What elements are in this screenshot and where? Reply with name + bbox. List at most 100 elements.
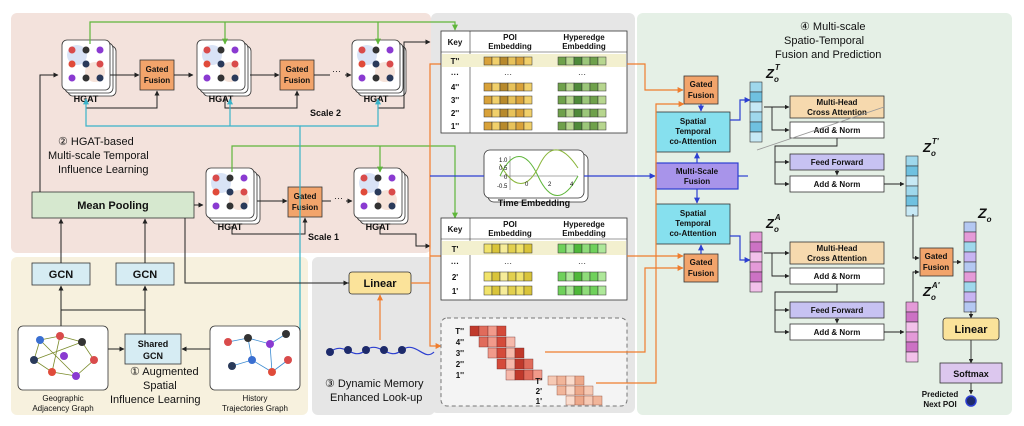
- green-flow-top: [89, 21, 458, 44]
- softmax-block: Softmax: [939, 362, 1003, 384]
- mean-pooling-block: Mean Pooling: [31, 191, 195, 219]
- svg-text:co-Attention: co-Attention: [669, 229, 716, 238]
- fusion-region-title-2: Spatio-Temporal: [784, 35, 864, 47]
- arrow-skip-an2-bot: [774, 310, 790, 335]
- svg-text:GCN: GCN: [143, 351, 163, 361]
- fusion-region-title-1: ④ Multi-scale: [800, 21, 865, 33]
- gcn-block-left: GCN: [31, 262, 91, 286]
- svg-text:Gated: Gated: [146, 65, 169, 74]
- svg-text:0: 0: [525, 182, 529, 188]
- multi-scale-fusion-block: Multi-Scale Fusion: [655, 162, 739, 190]
- add-norm-top-1: Add & Norm: [789, 121, 885, 139]
- svg-text:···: ···: [504, 70, 512, 79]
- predicted-label-1: Predicted: [922, 390, 959, 399]
- linear-block-output: Linear: [942, 317, 1000, 341]
- svg-text:Hyperedge: Hyperedge: [563, 33, 605, 42]
- geographic-adjacency-graph: [17, 325, 109, 391]
- dynamic-memory-chain: [326, 346, 435, 356]
- svg-text:Fusion: Fusion: [284, 76, 310, 85]
- lookup-row-a: 2'': [456, 358, 534, 370]
- hgat-label: HGAT: [366, 222, 391, 232]
- hgat-region-title-3: Influence Learning: [58, 164, 149, 176]
- svg-text:Embedding: Embedding: [562, 42, 606, 51]
- zoT-label: ZoT: [765, 63, 781, 84]
- svg-text:Temporal: Temporal: [675, 219, 710, 228]
- hgat-region-title-2: Multi-scale Temporal: [48, 150, 149, 162]
- svg-text:T': T': [535, 377, 542, 386]
- hist-graph-label-2: Trajectories Graph: [222, 404, 288, 413]
- lookup-panel: [440, 317, 628, 407]
- memory-table-row: ··· ··· ···: [451, 70, 586, 79]
- memory-table-top: Key POI Embedding Hyperedge Embedding: [440, 30, 628, 134]
- memory-table-row: 2': [452, 271, 607, 282]
- memory-table-row: T'': [442, 54, 626, 67]
- svg-text:Cross Attention: Cross Attention: [807, 254, 867, 263]
- svg-text:co-Attention: co-Attention: [669, 137, 716, 146]
- arrow-zt-cross: [756, 106, 885, 151]
- svg-text:2'': 2'': [451, 109, 459, 118]
- spatial-region-title-1: ① Augmented: [130, 366, 199, 378]
- arrow-zt-addnorm: [771, 107, 790, 133]
- arrow-stca-bot-za: [730, 235, 751, 263]
- hgat-block: HGAT: [353, 167, 409, 232]
- zoA-vector: [749, 231, 763, 293]
- memory-table-row: 3'': [451, 95, 607, 105]
- svg-text:Spatial: Spatial: [680, 117, 706, 126]
- cyan-flow-c: [300, 98, 381, 127]
- arrow-zt2-gf: [912, 214, 920, 261]
- gated-fusion-final: Gated Fusion: [919, 247, 954, 277]
- arrow-an-ff-top: [774, 138, 838, 165]
- svg-text:Temporal: Temporal: [675, 127, 710, 136]
- svg-text:Feed Forward: Feed Forward: [811, 158, 864, 167]
- lookup-row-a: 1'': [456, 369, 543, 381]
- memory-table-row: 1'': [451, 121, 607, 131]
- hgat-label: HGAT: [209, 94, 234, 104]
- svg-text:-0.5: -0.5: [497, 184, 508, 190]
- svg-text:Linear: Linear: [954, 324, 988, 336]
- zoA-prime-vector: [905, 301, 919, 363]
- predicted-poi-node: [965, 395, 977, 407]
- svg-text:Fusion: Fusion: [688, 269, 714, 278]
- svg-text:GCN: GCN: [49, 269, 74, 281]
- svg-text:Gated: Gated: [690, 80, 713, 89]
- gated-fusion-scale1: Gated Fusion: [287, 186, 323, 218]
- svg-text:Cross Attention: Cross Attention: [807, 108, 867, 117]
- svg-text:1.0: 1.0: [499, 158, 508, 164]
- svg-text:Spatial: Spatial: [680, 209, 706, 218]
- geo-graph-label-2: Adjacency Graph: [32, 404, 93, 413]
- svg-text:Gated: Gated: [690, 258, 713, 267]
- svg-text:Fusion: Fusion: [688, 91, 714, 100]
- svg-text:···: ···: [451, 70, 459, 79]
- memory-table-row: 2'': [451, 108, 607, 118]
- zo-label: Zo: [977, 205, 992, 224]
- scale2-label: Scale 2: [310, 108, 341, 118]
- spatial-region-title-3: Influence Learning: [110, 394, 201, 406]
- arrow-table-top-gf: [627, 63, 684, 93]
- hgat-block: HGAT: [205, 167, 261, 232]
- svg-text:1'': 1'': [451, 122, 459, 131]
- gated-fusion-spatial: Gated Fusion: [683, 253, 719, 283]
- arrow-linear-out: [411, 63, 441, 346]
- arrow-za-addnorm: [771, 253, 790, 279]
- svg-text:Multi-Head: Multi-Head: [817, 98, 858, 107]
- hist-graph-label-1: History: [243, 394, 268, 403]
- memory-table-row: ·········: [451, 259, 586, 268]
- svg-text:Gated: Gated: [925, 252, 948, 261]
- add-norm-top-2: Add & Norm: [789, 175, 885, 193]
- zoT-prime-vector: [905, 155, 919, 217]
- gated-fusion-scale2-b: Gated Fusion: [279, 59, 315, 91]
- svg-text:Add & Norm: Add & Norm: [814, 272, 861, 281]
- svg-text:2': 2': [452, 273, 458, 282]
- ellipsis-scale1: ···: [334, 193, 343, 203]
- memory-table-row: T': [442, 241, 626, 255]
- svg-text:···: ···: [451, 259, 459, 268]
- svg-text:Key: Key: [448, 225, 463, 234]
- svg-text:Multi-Scale: Multi-Scale: [676, 167, 719, 176]
- hgat-region-title-1: ② HGAT-based: [58, 136, 134, 148]
- lookup-row-b: 1': [536, 395, 603, 406]
- arrow-shared-gcn-up: [61, 286, 145, 334]
- svg-text:3'': 3'': [456, 349, 464, 358]
- svg-text:1': 1': [452, 287, 458, 296]
- svg-text:···: ···: [578, 70, 586, 79]
- add-norm-bottom-2: Add & Norm: [789, 323, 885, 341]
